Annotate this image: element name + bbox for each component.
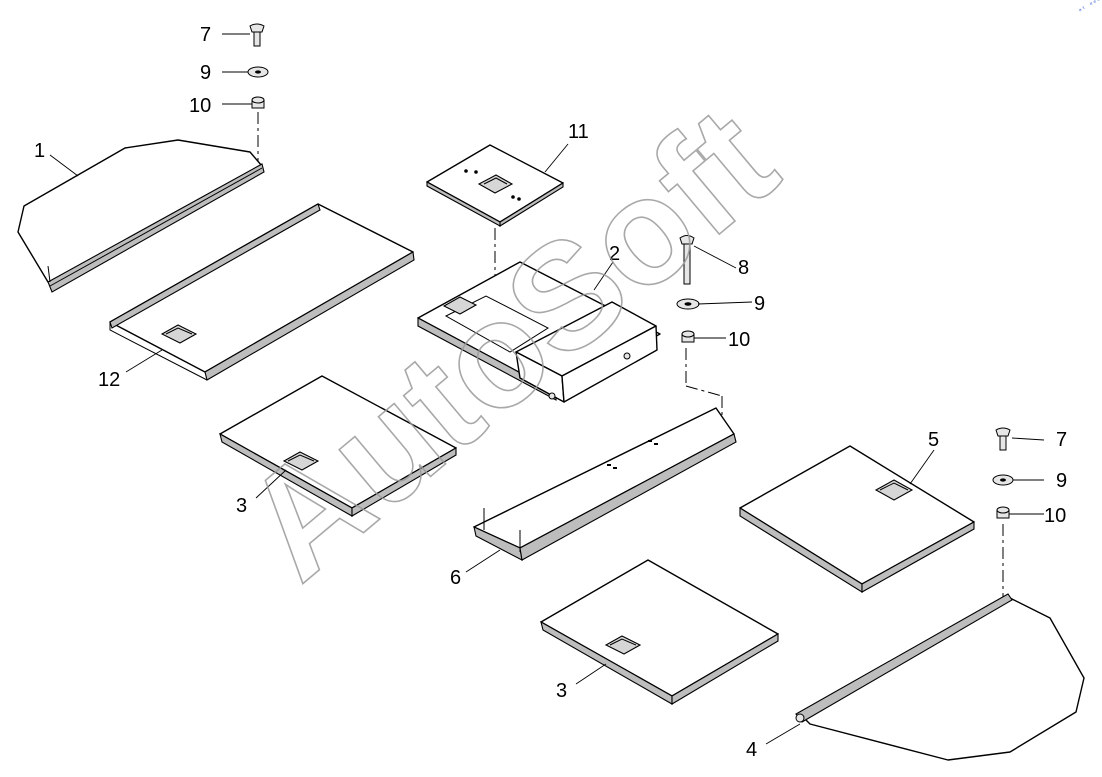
callout-11: 11 — [568, 121, 589, 143]
tray-fastener — [623, 352, 631, 360]
callout-9-top: 9 — [200, 62, 211, 84]
plate-hole — [517, 197, 521, 201]
callout-10-top: 10 — [189, 95, 211, 117]
hardware-stack-right — [992, 427, 1014, 519]
callout-9-middle: 9 — [754, 293, 765, 315]
callout-8: 8 — [738, 257, 749, 279]
strip-slot — [613, 467, 617, 469]
screw-head — [679, 235, 695, 245]
part-1-side-panel — [17, 139, 265, 293]
screw-shank — [999, 435, 1007, 451]
callout-labels: 7 9 10 1 12 11 2 8 9 10 3 6 5 7 9 10 3 4 — [34, 24, 1067, 761]
corner-mark: ᵃᵗ ᵉᵉᵉ — [1077, 0, 1102, 16]
hardware-stack-top — [247, 23, 269, 109]
part-3-cover-upper — [219, 375, 457, 517]
callout-3-upper: 3 — [236, 495, 247, 517]
callout-9-right: 9 — [1056, 470, 1067, 492]
panel-hinge — [795, 713, 805, 723]
callout-12: 12 — [98, 369, 120, 391]
strip-slot — [648, 440, 652, 442]
part-11-plate — [426, 144, 564, 227]
part-12-board — [109, 203, 415, 381]
callout-2: 2 — [609, 243, 620, 265]
plate-hole — [511, 195, 515, 199]
part-4-side-panel — [795, 593, 1085, 761]
callout-10-right: 10 — [1044, 505, 1066, 527]
leader-lines — [49, 33, 1045, 745]
part-5-cover-right — [739, 445, 975, 593]
center-line — [685, 385, 723, 397]
washer-hole — [255, 70, 261, 74]
callout-7-right: 7 — [1056, 429, 1067, 451]
washer-hole — [1000, 478, 1006, 482]
hardware-stack-middle — [676, 235, 700, 343]
callout-5: 5 — [928, 429, 939, 451]
callout-10-middle: 10 — [728, 329, 750, 351]
washer-hole — [684, 302, 692, 306]
nut-top — [996, 506, 1010, 514]
screw-head — [249, 23, 265, 33]
callout-4: 4 — [746, 739, 757, 761]
plate-hole — [474, 170, 478, 174]
callout-7-top: 7 — [200, 24, 211, 46]
strip-slot — [607, 464, 611, 466]
screw-shank — [683, 243, 691, 285]
callout-3-lower: 3 — [556, 680, 567, 702]
nut-top — [251, 96, 265, 104]
part-2-console-tray — [417, 261, 661, 403]
part-6-center-strip — [473, 407, 737, 561]
callout-1: 1 — [34, 140, 45, 162]
strip-slot — [654, 443, 658, 445]
tray-fastener — [548, 392, 556, 400]
screw-head — [995, 427, 1011, 437]
nut-top — [681, 330, 695, 338]
plate-hole — [464, 169, 468, 173]
screw-shank — [253, 31, 261, 47]
callout-6: 6 — [450, 567, 461, 589]
part-3-cover-lower — [540, 559, 779, 705]
